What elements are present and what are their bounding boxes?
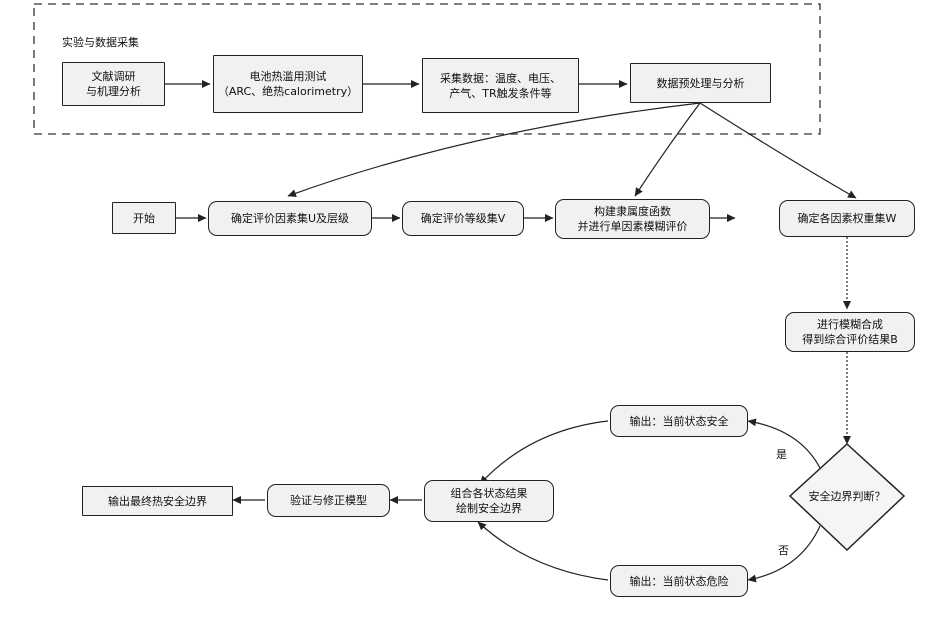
group-title: 实验与数据采集 — [62, 34, 139, 50]
start-box: 开始 — [112, 202, 176, 234]
yes-label: 是 — [776, 446, 787, 462]
data-process-box: 数据预处理与分析 — [630, 63, 771, 103]
decision-label: 安全边界判断？ — [797, 488, 897, 504]
factor-set-box: 确定评价因素集U及层级 — [208, 201, 372, 236]
arrow-danger-to-combine — [478, 522, 608, 580]
out-danger-box: 输出：当前状态危险 — [610, 565, 748, 597]
no-label: 否 — [778, 542, 789, 558]
arrow-process-to-membership — [635, 103, 700, 196]
thermal-test-box: 电池热滥用测试 （ARC、绝热calorimetry） — [213, 55, 363, 113]
arrow-process-to-weights — [700, 103, 856, 198]
comment-set-box: 确定评价等级集V — [402, 201, 524, 236]
collect-data-box: 采集数据：温度、电压、 产气、TR触发条件等 — [422, 58, 579, 113]
out-safe-box: 输出：当前状态安全 — [610, 405, 748, 437]
arrow-safe-to-combine — [480, 421, 608, 484]
final-output-box: 输出最终热安全边界 — [82, 486, 233, 516]
combine-box: 组合各状态结果 绘制安全边界 — [424, 480, 554, 522]
validate-box: 验证与修正模型 — [267, 484, 390, 517]
membership-box: 构建隶属度函数 并进行单因素模糊评价 — [555, 199, 710, 239]
arrow-process-to-factor — [288, 103, 700, 196]
weights-box: 确定各因素权重集W — [779, 200, 915, 237]
fuzzy-eval-box: 进行模糊合成 得到综合评价结果B — [785, 312, 915, 352]
lit-review-box: 文献调研 与机理分析 — [62, 62, 165, 106]
